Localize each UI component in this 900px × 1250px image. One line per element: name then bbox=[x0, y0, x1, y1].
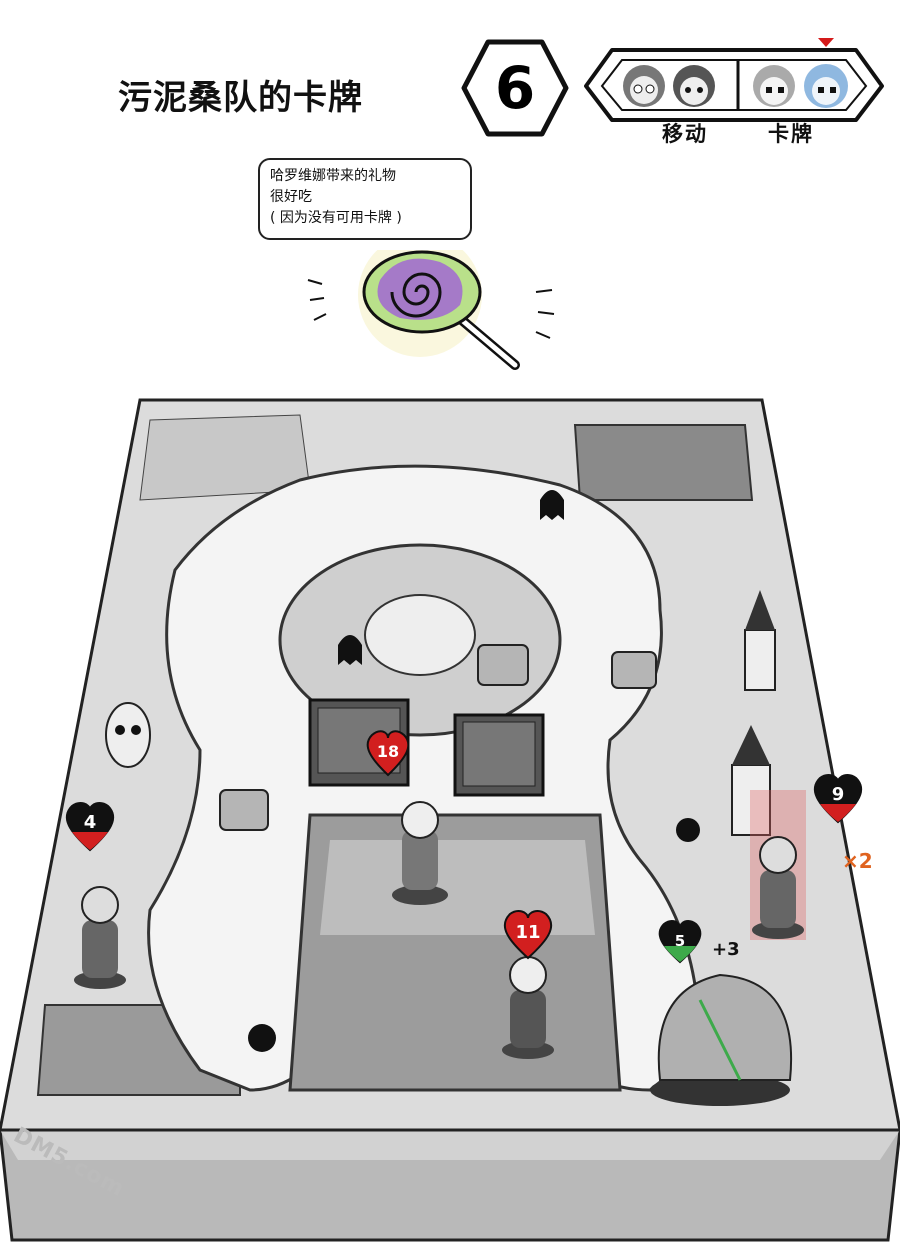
page-title: 污泥桑队的卡牌 bbox=[118, 78, 363, 118]
chest-icon bbox=[611, 651, 657, 689]
round-number-hexagon: 6 bbox=[461, 39, 569, 137]
player-figure-right bbox=[750, 790, 806, 940]
monster-figure bbox=[650, 973, 793, 1106]
multiplier: ×2 bbox=[842, 849, 873, 873]
hp-center: 11 bbox=[515, 922, 540, 943]
ghost-icon bbox=[338, 635, 362, 665]
monster-bonus: +3 bbox=[712, 939, 740, 960]
turn-label-move: 移动 bbox=[662, 122, 708, 146]
portrait-4-active bbox=[804, 64, 848, 108]
heart-badge-center: 11 bbox=[503, 910, 553, 960]
tower-icon bbox=[731, 725, 771, 836]
heart-badge-left: 4 bbox=[65, 802, 115, 852]
game-board: 18 4 9 11 5 +3 ×2 bbox=[0, 398, 900, 1242]
skull-icon bbox=[676, 818, 700, 842]
player-figure-center-top bbox=[392, 801, 448, 905]
speech-bubble: 哈罗维娜带来的礼物 很好吃 ( 因为没有可用卡牌 ) bbox=[258, 158, 472, 240]
heart-badge-monster: 5 bbox=[658, 920, 702, 964]
portrait-3 bbox=[753, 65, 795, 107]
lollipop-icon bbox=[307, 250, 555, 370]
player-figure-left bbox=[74, 886, 126, 989]
turn-order-bar bbox=[584, 38, 884, 122]
hp-left: 4 bbox=[84, 812, 97, 833]
speech-line-1: 哈罗维娜带来的礼物 bbox=[270, 168, 396, 184]
hp-deck: 18 bbox=[377, 742, 399, 761]
speech-line-2: 很好吃 bbox=[270, 189, 312, 205]
chest-icon bbox=[219, 789, 269, 831]
heart-badge-right: 9 bbox=[813, 774, 863, 824]
heart-badge-deck: 18 bbox=[366, 730, 410, 777]
bomb-icon bbox=[248, 1024, 276, 1052]
skeleton-icon bbox=[105, 702, 151, 768]
round-number: 6 bbox=[495, 54, 535, 122]
turn-label-cards: 卡牌 bbox=[768, 122, 814, 146]
hp-right: 9 bbox=[832, 784, 845, 805]
tower-icon bbox=[744, 590, 776, 691]
campfire-area bbox=[573, 424, 754, 501]
chest-icon bbox=[477, 644, 529, 686]
portrait-1 bbox=[623, 65, 665, 107]
active-turn-marker-icon bbox=[818, 38, 834, 47]
speech-line-3: ( 因为没有可用卡牌 ) bbox=[270, 210, 402, 226]
card-deck-right bbox=[453, 713, 545, 797]
hp-monster: 5 bbox=[675, 932, 685, 950]
portrait-2 bbox=[673, 65, 715, 107]
ghost-icon bbox=[540, 490, 564, 520]
